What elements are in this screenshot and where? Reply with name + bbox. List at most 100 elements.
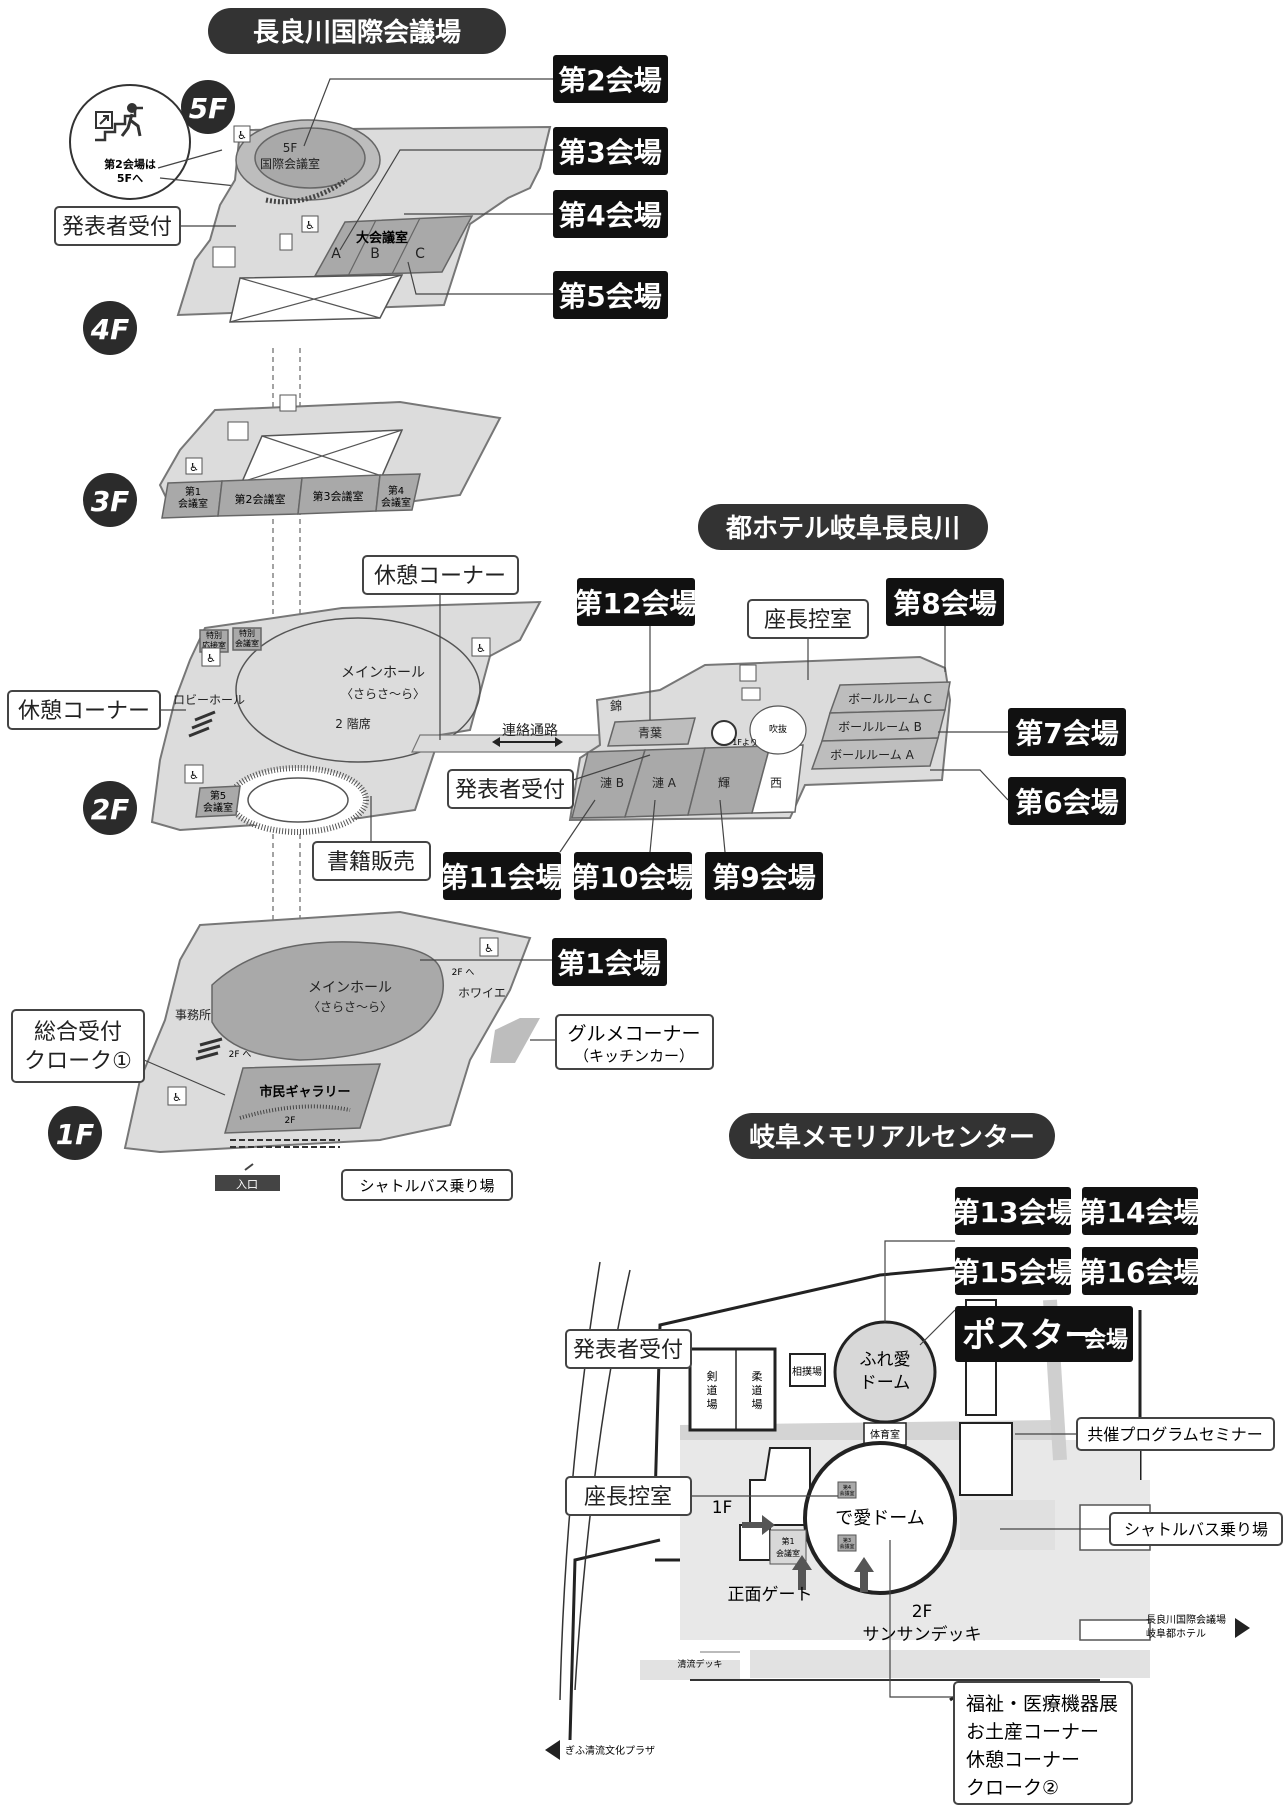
svg-text:休憩コーナー: 休憩コーナー [18, 699, 150, 724]
svg-text:ボールルーム A: ボールルーム A [830, 748, 914, 762]
svg-text:♿: ♿ [305, 219, 315, 232]
svg-text:シャトルバス乗り場: シャトルバス乗り場 [1124, 1520, 1268, 1539]
svg-text:会議室: 会議室 [235, 638, 259, 648]
svg-text:5F: 5F [283, 141, 298, 155]
svg-text:♿: ♿ [172, 1091, 182, 1104]
link-corridor-label: 連絡通路 [502, 723, 558, 739]
callout-presenter-reception-4f: 発表者受付 [54, 206, 236, 246]
restroom-icon: ♿ [233, 125, 251, 143]
hall-label-13: 第13会場 [952, 1187, 1074, 1235]
hall-label-12: 第12会場 [575, 578, 698, 720]
svg-text:共催プログラムセミナー: 共催プログラムセミナー [1087, 1425, 1263, 1444]
svg-text:ドーム: ドーム [860, 1373, 911, 1393]
restroom-icon: ♿ [184, 764, 204, 784]
svg-text:第1: 第1 [185, 485, 201, 498]
callout-cosponsor: 共催プログラムセミナー [1015, 1417, 1275, 1451]
spiral-stair-icon [711, 720, 737, 746]
svg-text:発表者受付: 発表者受付 [455, 778, 565, 803]
nagaragawa-title-text: 長良川国際会議場 [253, 17, 461, 48]
arrow-icon [792, 1555, 812, 1590]
floor-badge-3f: 3F [83, 473, 137, 527]
svg-text:総合受付: 総合受付 [34, 1020, 122, 1045]
svg-text:特別: 特別 [206, 630, 222, 640]
hall-label-2: 第2会場 [303, 55, 668, 147]
svg-text:第2会議室: 第2会議室 [235, 492, 286, 506]
svg-text:第3: 第3 [843, 1537, 851, 1544]
svg-text:B: B [370, 246, 380, 262]
svg-text:第4: 第4 [843, 1484, 851, 1491]
callout-gourmet: グルメコーナー （キッチンカー） [490, 1014, 714, 1070]
svg-text:都ホテル岐阜長良川: 都ホテル岐阜長良川 [725, 513, 960, 544]
arrow-right-icon [1235, 1618, 1250, 1638]
svg-text:♿: ♿ [484, 942, 494, 955]
svg-text:輝: 輝 [718, 776, 730, 790]
svg-text:2F へ: 2F へ [452, 968, 475, 978]
svg-text:ボールルーム C: ボールルーム C [848, 692, 932, 706]
link-corridor: 連絡通路 [411, 723, 612, 753]
floor-badge-4f: 4F [83, 301, 137, 355]
floor-badge-5f: 5F [181, 80, 235, 134]
svg-text:会議室: 会議室 [839, 1490, 854, 1497]
walker-icon [127, 103, 137, 113]
svg-text:ホワイエ: ホワイエ [458, 986, 506, 1000]
svg-text:座長控室: 座長控室 [764, 608, 852, 633]
svg-text:岐阜メモリアルセンター: 岐阜メモリアルセンター [749, 1123, 1035, 1153]
svg-text:第5: 第5 [210, 789, 226, 802]
hall-label-14: 第14会場 [1079, 1187, 1202, 1235]
svg-text:C: C [415, 246, 425, 262]
svg-text:第1会場: 第1会場 [557, 947, 660, 980]
exit-arrow-icon [95, 111, 113, 129]
callout-shuttle-1f: シャトルバス乗り場 [341, 1169, 513, 1201]
arrow-icon [742, 1515, 775, 1535]
callout-presenter-reception-mc: 発表者受付 [565, 1329, 692, 1369]
svg-text:道: 道 [707, 1383, 718, 1397]
memorial-title: 岐阜メモリアルセンター [729, 1113, 1055, 1159]
svg-text:会議室: 会議室 [178, 497, 208, 510]
elevator-icon [279, 233, 293, 251]
floor-plan-4f-5f: 5F 国際会議室 大会議室 A B C ♿ ♿ [176, 119, 552, 323]
svg-text:錦: 錦 [610, 698, 622, 713]
svg-text:大会議室: 大会議室 [356, 230, 408, 246]
svg-text:事務所: 事務所 [175, 1008, 211, 1022]
svg-text:♿: ♿ [189, 461, 199, 474]
svg-text:1F: 1F [56, 1118, 95, 1151]
restroom-icon: ♿ [185, 457, 203, 475]
svg-text:で愛ドーム: で愛ドーム [835, 1508, 924, 1529]
nagaragawa-title: 長良川国際会議場 [208, 8, 506, 54]
svg-text:発表者受付: 発表者受付 [62, 215, 172, 240]
svg-text:漣 A: 漣 A [652, 776, 677, 790]
svg-text:第6会場: 第6会場 [1015, 786, 1118, 819]
svg-text:吹抜: 吹抜 [769, 723, 787, 735]
svg-text:第9会場: 第9会場 [712, 861, 815, 894]
svg-text:♿: ♿ [189, 769, 199, 782]
svg-text:第3会議室: 第3会議室 [313, 489, 364, 503]
callout-rest-corner-top: 休憩コーナー [362, 555, 519, 740]
svg-text:5F: 5F [189, 92, 228, 125]
svg-text:サンサンデッキ: サンサンデッキ [863, 1624, 982, 1645]
hall-label-1: 第1会場 [420, 938, 667, 986]
svg-text:メインホール: メインホール [308, 980, 392, 996]
svg-text:相撲場: 相撲場 [792, 1365, 822, 1378]
svg-text:第5会場: 第5会場 [558, 280, 661, 313]
svg-text:第12会場: 第12会場 [575, 587, 698, 620]
restroom-icon: ♿ [479, 937, 499, 957]
restroom-icon: ♿ [301, 215, 319, 233]
floor-plan-hotel-2f: 青葉 錦 漣 B 漣 A 輝 西 ボールルーム C ボールルーム B ボールルー… [568, 655, 952, 822]
elevator-icon [279, 394, 297, 412]
svg-text:2F: 2F [285, 1116, 296, 1126]
svg-text:第14会場: 第14会場 [1079, 1196, 1202, 1229]
arrow-left-icon [545, 1740, 560, 1760]
svg-text:1F: 1F [712, 1498, 733, 1518]
svg-text:長良川国際会議場: 長良川国際会議場 [1146, 1613, 1226, 1626]
svg-text:第7会場: 第7会場 [1015, 717, 1118, 750]
svg-text:ロビーホール: ロビーホール [173, 693, 245, 707]
svg-text:第1: 第1 [781, 1536, 794, 1546]
svg-text:休憩コーナー: 休憩コーナー [374, 564, 506, 589]
hall-label-6: 第6会場 [930, 769, 1126, 825]
svg-text:〈さらさ〜ら〉: 〈さらさ〜ら〉 [341, 687, 425, 701]
svg-text:第11会場: 第11会場 [441, 861, 564, 894]
svg-text:2F: 2F [91, 793, 130, 826]
hall-label-8: 第8会場 [886, 578, 1004, 672]
stair-badge-line1: 第2会場は [104, 157, 156, 171]
